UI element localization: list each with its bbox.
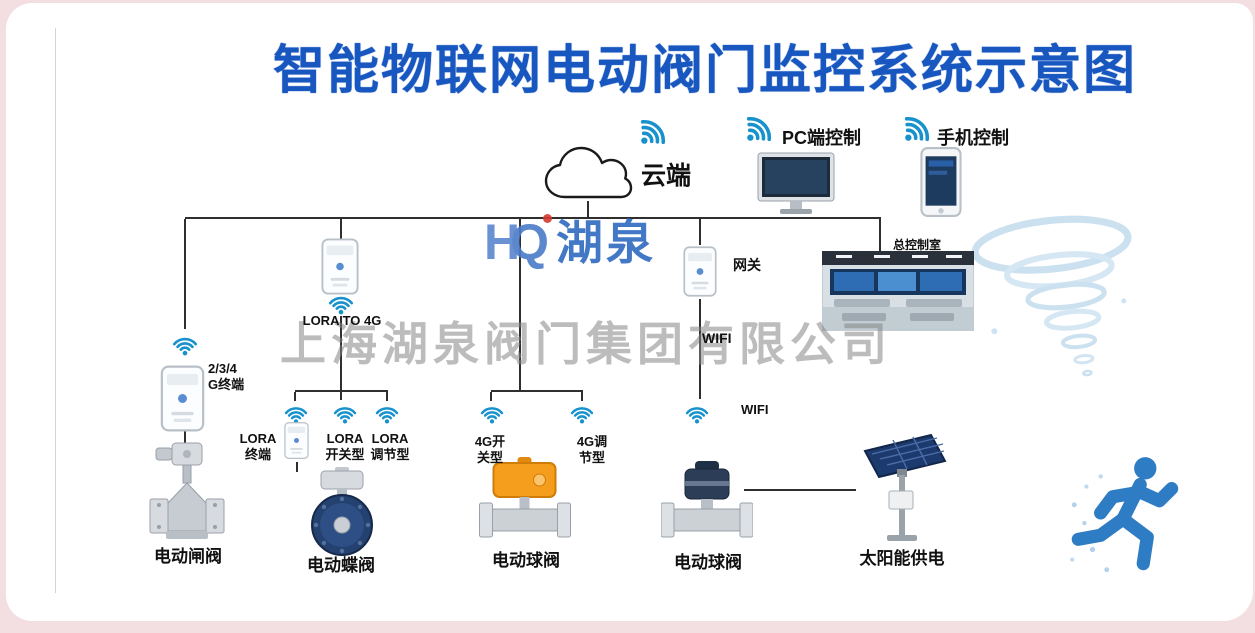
- connector-line: [296, 462, 298, 472]
- connector-line-solar: [744, 489, 856, 491]
- lora-switch-label-line1: LORA: [326, 431, 364, 446]
- runner-decoration: [1070, 457, 1179, 573]
- wifi-low-label: WIFI: [741, 402, 769, 417]
- logo-letter-q: Q: [510, 214, 550, 270]
- wifi-mid-label: WIFI: [702, 330, 732, 346]
- connector-line: [184, 219, 186, 329]
- scan-artifact-line: [55, 28, 56, 593]
- vortex-decoration: [972, 215, 1132, 377]
- connector-line: [386, 392, 388, 401]
- electric-ball-valve-dark-photo: [661, 461, 753, 538]
- electric-gate-valve-photo: [149, 442, 225, 539]
- lora-switch-label: LORA 开关型: [319, 431, 371, 464]
- lora-regulating-wifi-icon: [370, 399, 404, 425]
- lora-switch-wifi-icon: [328, 399, 362, 425]
- terminal-234g-label-line1: 2/3/4: [208, 361, 237, 376]
- connector-line: [699, 219, 701, 245]
- terminal-234g-label: 2/3/4 G终端: [208, 361, 254, 394]
- lora-terminal-label: LORA 终端: [232, 431, 284, 464]
- lora-gateway-module: [320, 238, 360, 295]
- solar-power-label: 太阳能供电: [859, 549, 945, 568]
- lora-regulating-label-line2: 调节型: [370, 447, 410, 463]
- company-watermark: 上海湖泉阀门集团有限公司: [280, 318, 892, 370]
- connector-line: [587, 201, 589, 217]
- wifi-node-icon: [680, 399, 714, 425]
- lora-gateway-label: LORA TO 4G: [302, 313, 382, 328]
- terminal-wifi-icon: [167, 329, 203, 357]
- lora-terminal-label-line2: 终端: [244, 447, 271, 463]
- 4g-switch-label-line2: 关型: [476, 450, 503, 466]
- 4g-regulating-label-line2: 节型: [578, 450, 605, 466]
- connector-line: [581, 392, 583, 401]
- 4g-regulating-label: 4G调 节型: [568, 434, 616, 467]
- connector-line: [490, 392, 492, 401]
- ball-valve-orange-label: 电动球阀: [492, 551, 560, 570]
- gate-valve-label: 电动闸阀: [154, 547, 222, 566]
- phone-control-label: 手机控制: [937, 128, 1009, 148]
- cloud-icon: [544, 146, 633, 199]
- electric-butterfly-valve-photo: [311, 467, 373, 556]
- monitor-icon: [757, 152, 835, 214]
- connector-line: [340, 219, 342, 240]
- connector-line: [879, 219, 881, 253]
- connector-line: [519, 219, 521, 391]
- 4g-switch-wifi-icon: [475, 399, 509, 425]
- control-room-label: 总控制室: [893, 238, 942, 252]
- connector-bus-line: [185, 217, 881, 219]
- 4g-regulating-wifi-icon: [565, 399, 599, 425]
- electric-ball-valve-orange-photo: [479, 457, 571, 538]
- logo-red-dot: [543, 214, 553, 223]
- connector-line: [184, 430, 186, 446]
- huquan-logo-watermark: H Q 湖泉: [484, 204, 656, 273]
- lora-switch-label-line2: 开关型: [325, 447, 365, 463]
- cloud-label: 云端: [641, 162, 692, 190]
- control-room-photo: [822, 251, 974, 331]
- connector-line: [295, 390, 388, 392]
- logo-name: 湖泉: [556, 216, 657, 269]
- lora-terminal-module: [284, 418, 309, 463]
- ball-valve-dark-label: 电动球阀: [674, 553, 742, 572]
- 4g-regulating-label-line1: 4G调: [576, 434, 608, 449]
- lora-regulating-label: LORA 调节型: [364, 431, 416, 464]
- 4g-switch-label-line1: 4G开: [474, 434, 506, 449]
- connector-line: [491, 390, 583, 392]
- smartphone-icon: [920, 147, 962, 217]
- connector-line: [699, 299, 701, 399]
- terminal-234g-module: [159, 365, 206, 432]
- butterfly-valve-label: 电动蝶阀: [307, 556, 375, 575]
- connector-line: [294, 392, 296, 401]
- pc-control-label: PC端控制: [782, 128, 862, 148]
- terminal-234g-label-line2: G终端: [208, 377, 245, 393]
- 4g-switch-label: 4G开 关型: [466, 434, 514, 467]
- connector-line: [340, 316, 342, 400]
- gateway-label: 网关: [733, 257, 761, 273]
- lora-regulating-label-line1: LORA: [371, 431, 409, 446]
- solar-panel-photo: [863, 433, 947, 541]
- diagram-title: 智能物联网电动阀门监控系统示意图: [272, 42, 1137, 100]
- gateway-module: [683, 243, 717, 300]
- logo-letter-h: H: [484, 214, 521, 270]
- lora-terminal-label-line1: LORA: [239, 431, 277, 446]
